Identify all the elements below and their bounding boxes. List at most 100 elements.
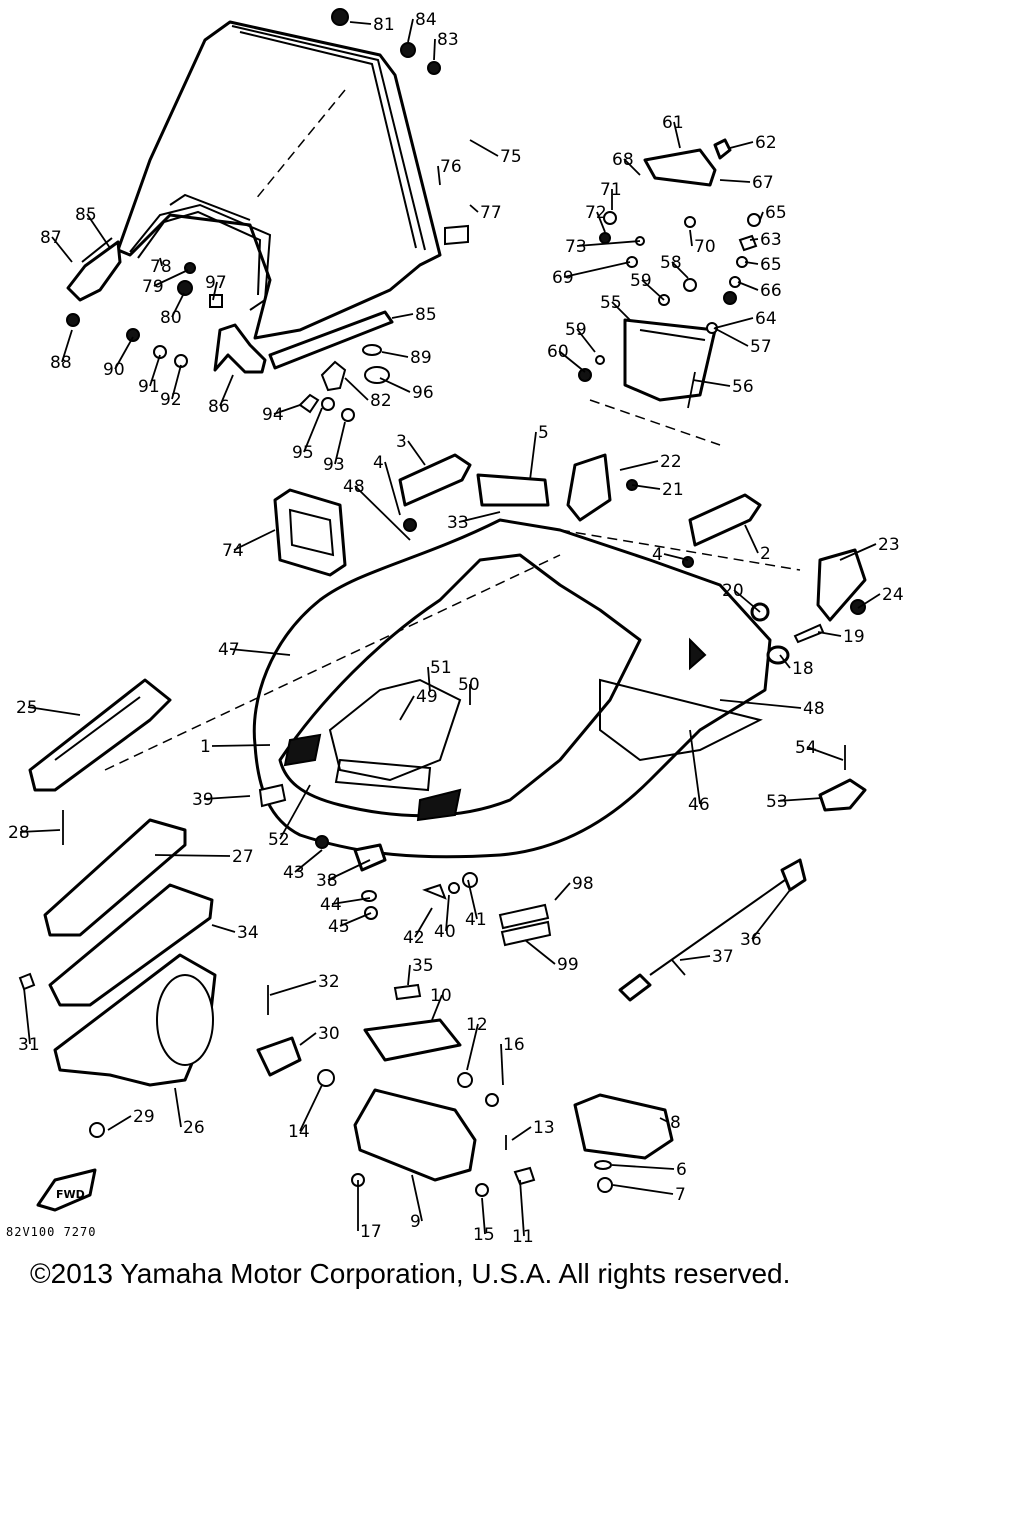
callout-leader [558,350,586,373]
callout-leader [27,706,81,716]
callout-leader [344,377,369,401]
callout-leader [692,379,731,387]
callout-leader [269,980,317,996]
callout-number: 61 [662,113,684,133]
callout-number: 75 [500,147,522,167]
callout-number: 96 [412,383,434,403]
callout-number: 59 [630,271,652,291]
callout-leader [339,912,372,927]
fwd-label: FWD [56,1188,85,1201]
callout-number: 44 [320,895,342,915]
callout-number: 90 [103,360,125,380]
callout-leader [737,281,759,291]
fwd-arrow-icon: FWD [36,1168,97,1212]
callout-number: 89 [410,348,432,368]
callout-number: 41 [465,910,487,930]
callout-number: 46 [688,795,710,815]
callout-leader [61,329,73,363]
callout-leader [212,281,218,301]
callout-leader [714,317,754,329]
callout-leader [107,1115,132,1131]
callout-number: 92 [160,390,182,410]
callout-leader [171,292,185,318]
callout-number: 39 [192,790,214,810]
callout-number: 71 [600,180,622,200]
callout-number: 94 [262,405,284,425]
callout-leader [411,1174,423,1222]
callout-number: 57 [750,337,772,357]
callout-leader [149,354,161,387]
callout-leader [233,529,276,551]
callout-leader [554,882,571,901]
callout-number: 15 [473,1225,495,1245]
callout-leader [744,261,759,265]
callout-number: 35 [412,956,434,976]
callout-number: 10 [430,986,452,1006]
callout-leader [381,351,409,358]
callout-leader [779,654,791,669]
callout-leader [481,1197,486,1235]
lower-left-parts [18,810,217,1138]
callout-number: 72 [585,203,607,223]
callout-number: 48 [343,477,365,497]
callout-leader [466,1023,479,1071]
callout-leader [379,377,411,393]
callout-number: 18 [792,659,814,679]
callout-leader [500,1043,504,1086]
callout-leader [729,141,754,149]
callout-number: 88 [50,353,72,373]
callout-leader [576,328,596,353]
callout-number: 23 [878,535,900,555]
callout-leader [86,213,111,249]
callout-leader [469,204,479,213]
callout-number: 81 [373,15,395,35]
callout-leader [563,261,631,278]
callout-leader [749,238,759,241]
callout-number: 59 [565,320,587,340]
callout-number: 64 [755,309,777,329]
callout-number: 6 [676,1160,687,1180]
callout-number: 74 [222,541,244,561]
callout-leader [529,431,537,481]
callout-number: 76 [440,157,462,177]
callout-leader [114,336,134,370]
hood-body [252,518,772,859]
callout-leader [327,859,371,881]
callout-leader [203,795,251,800]
callout-number: 19 [843,627,865,647]
callout-leader [631,484,661,490]
callout-number: 4 [652,545,663,565]
callout-leader [623,158,641,176]
callout-number: 54 [795,738,817,758]
callout-leader [211,744,271,747]
callout-number: 21 [662,480,684,500]
callout-leader [759,211,764,221]
callout-number: 26 [183,1118,205,1138]
callout-leader [806,746,844,761]
callout-number: 1 [200,737,211,757]
callout-number: 80 [160,308,182,328]
callout-number: 84 [415,10,437,30]
callout-number: 38 [316,871,338,891]
callout-leader [229,648,291,656]
callout-number: 43 [283,863,305,883]
callout-number: 55 [600,293,622,313]
callout-leader [431,994,443,1021]
callout-leader [511,1126,532,1141]
callout-leader [334,421,346,465]
callout-number: 65 [760,255,782,275]
callout-number: 85 [75,205,97,225]
callout-leader [391,313,414,319]
callout-number: 24 [882,585,904,605]
callout-number: 68 [612,150,634,170]
callout-number: 58 [660,253,682,273]
callout-number: 28 [8,823,30,843]
callout-number: 17 [360,1222,382,1242]
headlight-rim [129,193,272,311]
callout-number: 66 [760,281,782,301]
callout-number: 2 [760,544,771,564]
callout-number: 67 [752,173,774,193]
callout-number: 95 [292,443,314,463]
